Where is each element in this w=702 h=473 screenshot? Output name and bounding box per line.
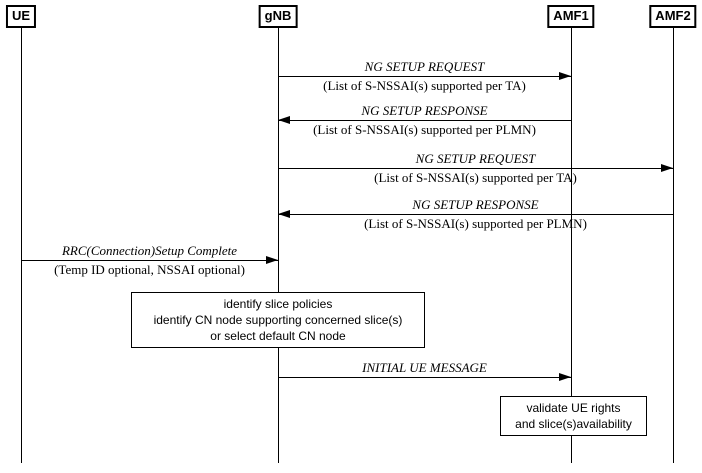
note-box: identify slice policies identify CN node … (131, 292, 425, 348)
message-line (278, 377, 571, 378)
arrowhead-right-icon (559, 373, 571, 381)
arrowhead-right-icon (266, 256, 278, 264)
actor-box-amf1: AMF1 (547, 5, 595, 28)
message-label: INITIAL UE MESSAGE (362, 360, 487, 375)
message-line (278, 120, 571, 121)
lifeline-amf1 (571, 27, 572, 463)
arrowhead-left-icon (278, 210, 290, 218)
message-line (278, 214, 673, 215)
arrowhead-right-icon (661, 164, 673, 172)
message-param: (List of S-NSSAI(s) supported per PLMN) (313, 122, 536, 137)
lifeline-amf2 (673, 27, 674, 463)
message-param: (List of S-NSSAI(s) supported per TA) (323, 78, 526, 93)
message-label: NG SETUP RESPONSE (361, 103, 488, 118)
message-line (21, 260, 278, 261)
message-label: NG SETUP REQUEST (364, 59, 485, 74)
note-line: identify slice policies (223, 297, 333, 311)
note-box: validate UE rights and slice(s)availabili… (500, 396, 647, 436)
message-param: (Temp ID optional, NSSAI optional) (54, 262, 245, 277)
note-line: and slice(s)availability (515, 417, 632, 431)
arrowhead-left-icon (278, 116, 290, 124)
actor-box-amf2: AMF2 (649, 5, 697, 28)
message-line (278, 76, 571, 77)
arrowhead-right-icon (559, 72, 571, 80)
message-label: NG SETUP REQUEST (415, 151, 536, 166)
message-label: RRC(Connection)Setup Complete (61, 243, 238, 258)
note-line: identify CN node supporting concerned sl… (153, 313, 403, 327)
note-line: or select default CN node (210, 329, 346, 343)
lifeline-ue (21, 27, 22, 463)
actor-box-ue: UE (5, 5, 37, 28)
message-param: (List of S-NSSAI(s) supported per PLMN) (364, 216, 587, 231)
lifeline-gnb (278, 27, 279, 463)
actor-box-gnb: gNB (258, 5, 298, 28)
note-line: validate UE rights (526, 401, 621, 415)
message-param: (List of S-NSSAI(s) supported per TA) (374, 170, 577, 185)
message-line (278, 168, 673, 169)
message-label: NG SETUP RESPONSE (412, 197, 539, 212)
